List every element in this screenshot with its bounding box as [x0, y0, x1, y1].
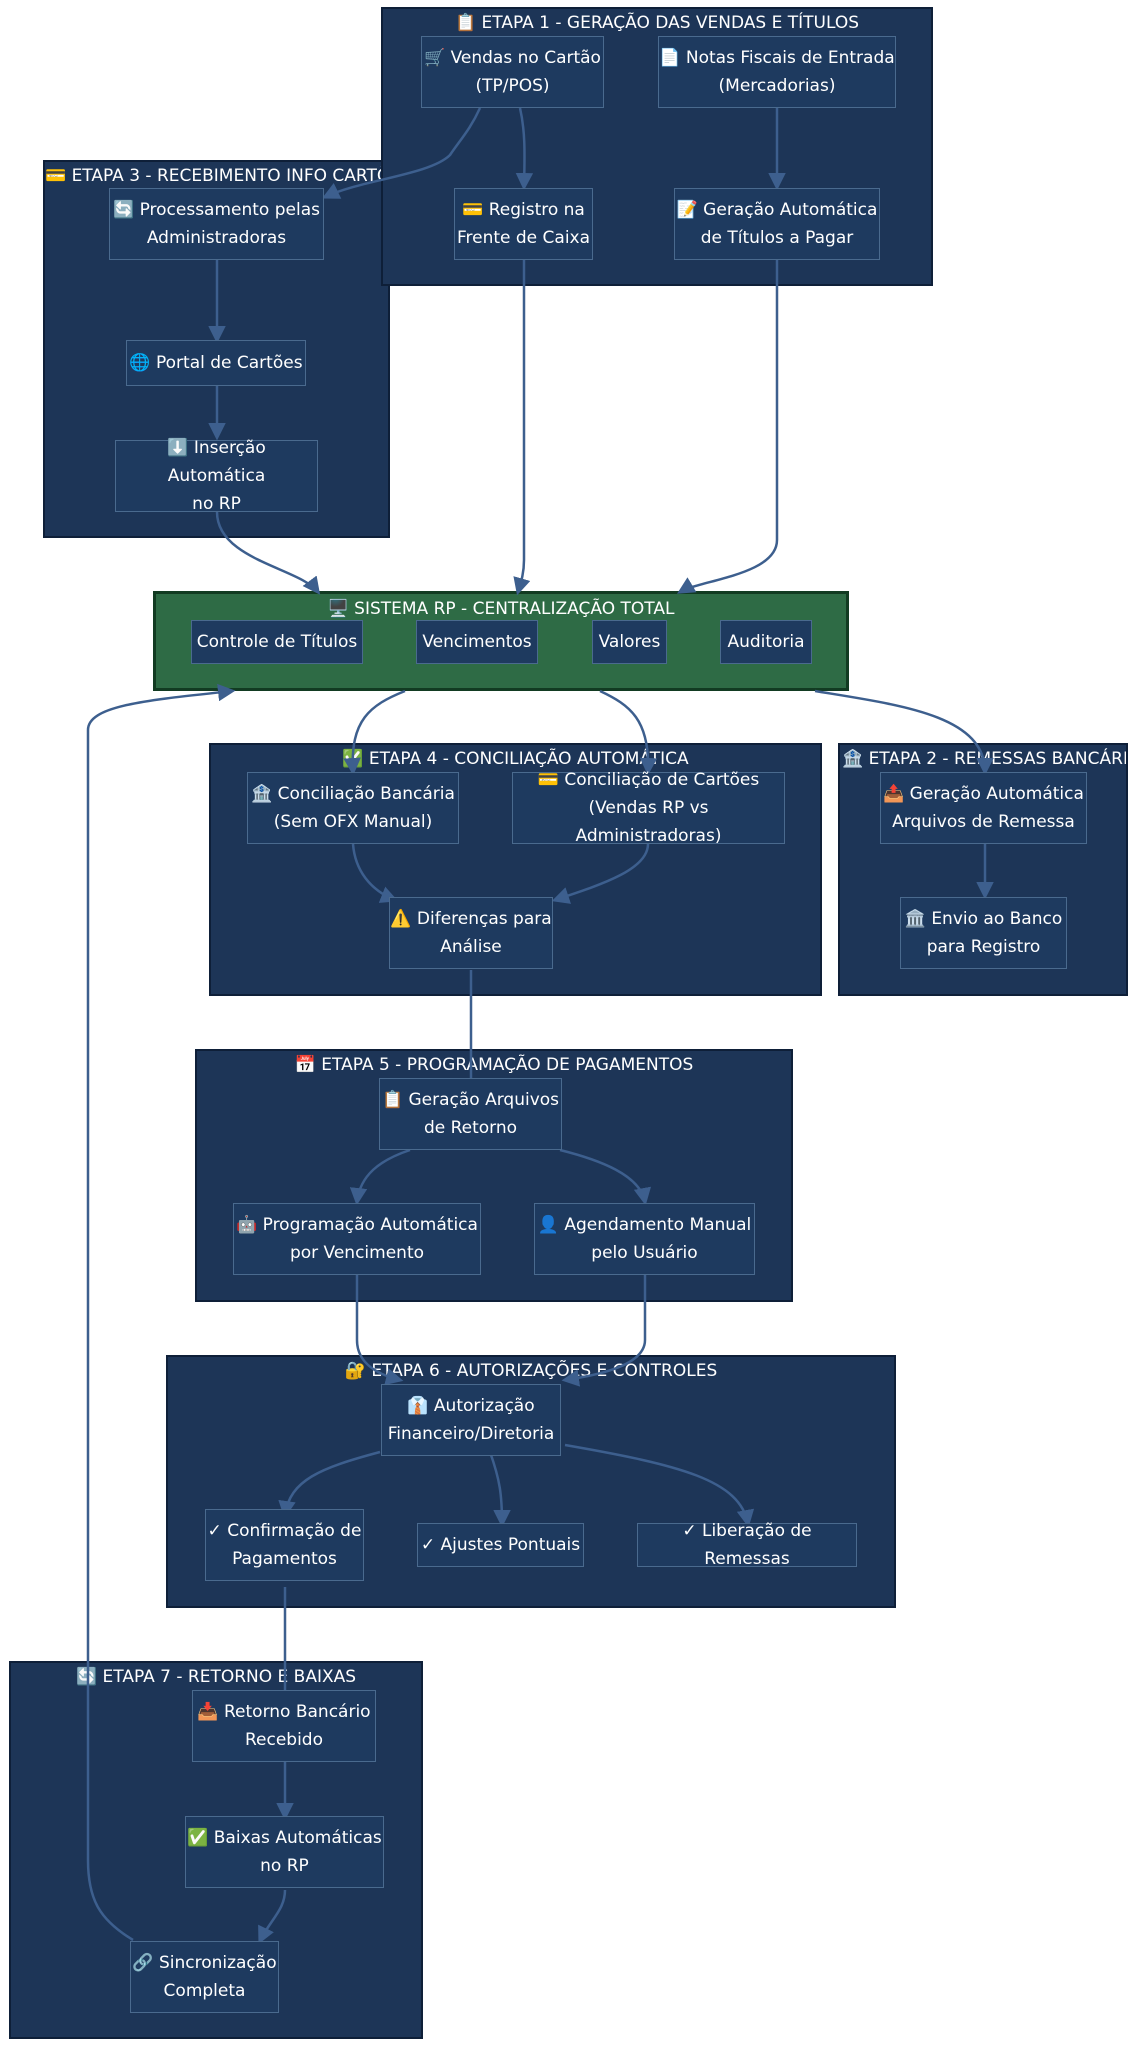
edge-progauto-autorizacao: [355, 1274, 404, 1386]
edge-rp-remessa: [814, 689, 994, 776]
node-vendas-cartao: 🛒 Vendas no Cartão (TP/POS): [421, 36, 604, 108]
edge-vendas-processamento: [321, 107, 482, 199]
cluster-etapa-3-title: 💳 ETAPA 3 - RECEBIMENTO INFO CARTÕES: [45, 166, 388, 186]
node-diferencas: ⚠️ Diferenças para Análise: [389, 897, 553, 969]
node-retorno-bancario: 📥 Retorno Bancário Recebido: [192, 1690, 376, 1762]
node-conc-bancaria: 🏦 Conciliação Bancária (Sem OFX Manual): [247, 772, 459, 844]
node-envio-banco: 🏛️ Envio ao Banco para Registro: [900, 897, 1067, 969]
node-processamento: 🔄 Processamento pelas Administradoras: [109, 188, 324, 260]
node-ajustes: ✓ Ajustes Pontuais: [417, 1523, 584, 1567]
node-valores: Valores: [592, 620, 667, 664]
node-notas-fiscais: 📄 Notas Fiscais de Entrada (Mercadorias): [658, 36, 896, 108]
node-portal-cartoes: 🌐 Portal de Cartões: [126, 340, 306, 386]
edge-autorizacao-confirmacao: [278, 1450, 381, 1519]
cluster-etapa-4-title: ✅ ETAPA 4 - CONCILIAÇÃO AUTOMÁTICA: [342, 749, 689, 769]
edge-concbancaria-diferencas: [351, 843, 399, 903]
cluster-sistema-rp-title: 🖥️ SISTEMA RP - CENTRALIZAÇÃO TOTAL: [327, 599, 675, 619]
node-conc-cartoes: 💳 Conciliação de Cartões (Vendas RP vs A…: [512, 770, 785, 846]
edge-rp-concbancaria: [343, 689, 406, 776]
node-liberacao: ✓ Liberação de Remessas: [637, 1521, 857, 1569]
edge-sincronizacao-rp: [86, 683, 236, 1942]
node-registro-caixa: 💳 Registro na Frente de Caixa: [454, 188, 593, 260]
edge-registro-rp: [513, 260, 531, 596]
edge-insercao-rp: [215, 511, 321, 595]
node-vencimentos: Vencimentos: [416, 620, 538, 664]
edge-agendamento-autorizacao: [561, 1274, 647, 1387]
node-autorizacao: 👔 Autorização Financeiro/Diretoria: [381, 1384, 561, 1456]
edge-vendas-registro: [515, 107, 534, 191]
node-insercao-rp: ⬇️ Inserção Automática no RP: [115, 438, 318, 514]
edge-retorno-agendamento: [559, 1148, 652, 1206]
node-agendamento: 👤 Agendamento Manual pelo Usuário: [534, 1203, 755, 1275]
node-arquivos-retorno: 📋 Geração Arquivos de Retorno: [379, 1078, 562, 1150]
node-confirmacao: ✓ Confirmação de Pagamentos: [205, 1509, 364, 1581]
node-controle-titulos: Controle de Títulos: [191, 620, 363, 664]
node-auditoria: Auditoria: [720, 620, 812, 664]
node-baixas: ✅ Baixas Automáticas no RP: [185, 1816, 384, 1888]
edge-baixas-sincronizacao: [258, 1889, 287, 1945]
cluster-etapa-5-title: 📅 ETAPA 5 - PROGRAMAÇÃO DE PAGAMENTOS: [294, 1055, 694, 1075]
edge-autorizacao-ajustes: [488, 1451, 511, 1528]
edge-geracao-rp: [676, 260, 779, 594]
edge-autorizacao-liberacao: [564, 1443, 755, 1528]
node-geracao-remessa: 📤 Geração Automática Arquivos de Remessa: [880, 772, 1087, 844]
edge-conccartoes-diferencas: [551, 843, 650, 904]
cluster-etapa-1-overlay-title: 📋 ETAPA 1 - GERAÇÃO DAS VENDAS E TÍTULOS: [454, 13, 860, 33]
node-sincronizacao: 🔗 Sincronização Completa: [130, 1941, 279, 2013]
edge-retorno-progauto: [349, 1148, 411, 1206]
node-geracao-titulos: 📝 Geração Automática de Títulos a Pagar: [674, 188, 880, 260]
node-prog-automatica: 🤖 Programação Automática por Vencimento: [233, 1203, 481, 1275]
edge-rp-conccartoes: [599, 689, 658, 776]
